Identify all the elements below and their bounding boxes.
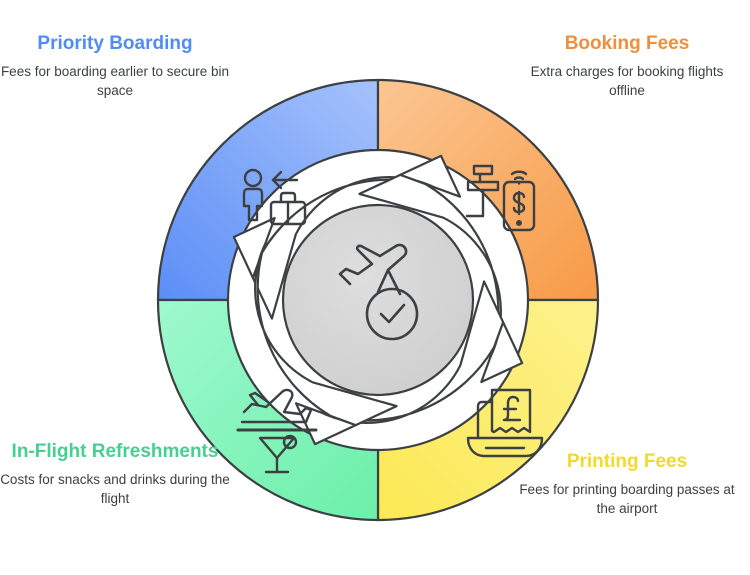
flow-arrow-bottom (294, 280, 505, 446)
label-priority-boarding: Priority Boarding Fees for boarding earl… (0, 32, 230, 100)
label-inflight-refreshments: In-Flight Refreshments Costs for snacks … (0, 440, 230, 508)
flow-arrow-left (232, 216, 398, 427)
airplane-cocktail-icon (236, 388, 318, 474)
label-priority-boarding-title: Priority Boarding (37, 33, 193, 54)
card-terminal-phone-payment-icon (465, 164, 536, 232)
label-printing-fees-title: Printing Fees (566, 451, 688, 472)
label-booking-fees-title: Booking Fees (564, 33, 690, 54)
label-inflight-refreshments-title: In-Flight Refreshments (11, 441, 219, 462)
center-circle (281, 203, 475, 397)
label-booking-fees: Booking Fees Extra charges for booking f… (512, 32, 742, 100)
airplane-check-icon (338, 243, 419, 341)
flow-arrow-top (251, 154, 462, 320)
label-printing-fees-description: Fees for printing boarding passes at the… (519, 482, 735, 516)
flow-arrows (232, 154, 524, 446)
label-printing-fees: Printing Fees Fees for printing boarding… (512, 450, 742, 518)
label-priority-boarding-description: Fees for boarding earlier to secure bin … (0, 64, 230, 98)
label-inflight-refreshments-description: Costs for snacks and drinks during the f… (0, 472, 230, 506)
label-booking-fees-description: Extra charges for booking flights offlin… (530, 64, 724, 98)
printer-receipt-pound-icon (466, 388, 544, 458)
flow-arrow-right (358, 173, 524, 384)
person-arrow-suitcase-icon (242, 168, 307, 226)
